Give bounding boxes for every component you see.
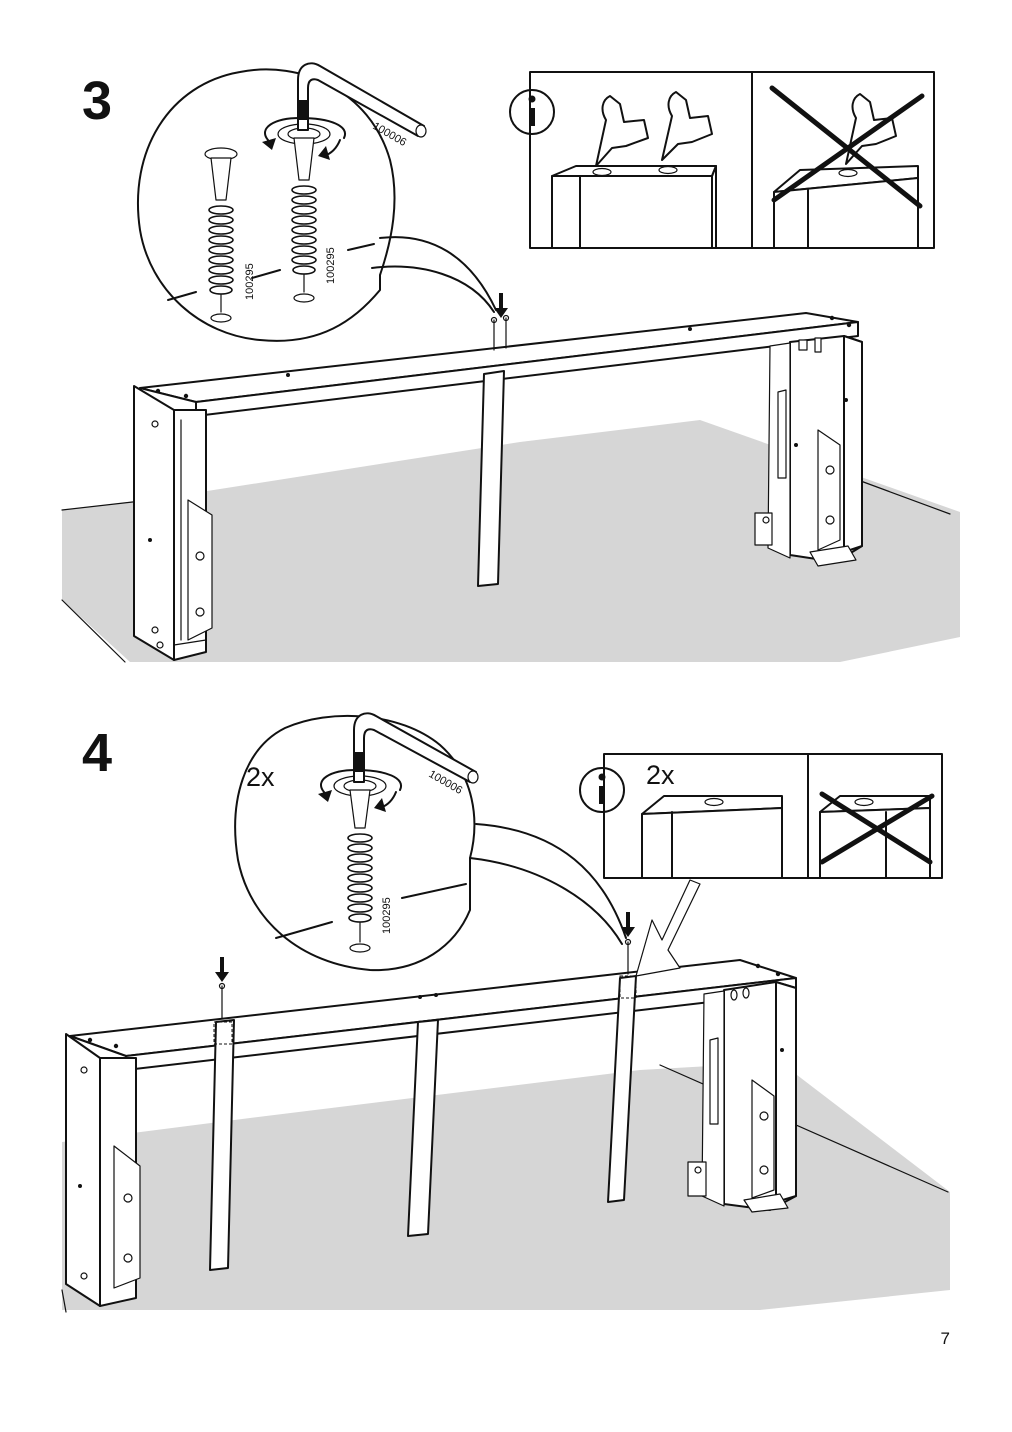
hand-icon xyxy=(845,93,897,165)
right-leg xyxy=(607,975,637,1203)
down-arrow-icon xyxy=(215,957,229,982)
info-quantity-label: 2x xyxy=(646,760,675,790)
left-side-panel-step-4 xyxy=(65,1033,141,1307)
step-3-number: 3 xyxy=(82,71,113,131)
screw-right xyxy=(277,123,331,303)
down-arrow-icon xyxy=(494,293,508,318)
cross-out-mark xyxy=(819,791,933,865)
pointing-hand-icon-second xyxy=(661,91,713,161)
step-3-illustration: 100006 100295 100295 xyxy=(61,62,960,663)
info-note-box-step-4: 2x xyxy=(579,753,943,879)
screw-insertion-marker xyxy=(490,293,510,351)
info-icon xyxy=(579,767,625,813)
correct-example xyxy=(551,91,717,249)
right-side-panel-step-4 xyxy=(687,981,797,1213)
floor-area xyxy=(62,420,960,662)
right-side-panel xyxy=(754,335,863,567)
top-beam-step-4 xyxy=(69,959,797,1071)
screw-left xyxy=(204,147,238,323)
floor-area-step-4 xyxy=(62,1062,950,1310)
hex-key-tool-step-4 xyxy=(353,712,479,784)
down-arrow-icon xyxy=(621,912,635,937)
screw-part-number-second: 100295 xyxy=(325,247,337,284)
rotate-arrow-icon xyxy=(320,769,403,793)
info-note-box xyxy=(509,71,935,249)
step-4-number: 4 xyxy=(82,723,113,783)
hex-key-tool xyxy=(297,62,427,138)
middle-leg-step-4 xyxy=(407,1019,439,1237)
info-icon xyxy=(509,89,555,135)
middle-leg xyxy=(477,370,505,587)
screw-marker-left xyxy=(215,957,229,1019)
left-leg-dowel-zone xyxy=(213,1021,233,1045)
detail-bubble-step-4: 100006 100295 2x xyxy=(234,712,627,972)
screw-part-number: 100295 xyxy=(244,263,256,300)
left-leg xyxy=(209,1019,235,1271)
screw-marker-right xyxy=(621,912,635,975)
wrong-example-step-4 xyxy=(819,791,935,879)
detail-bubble: 100006 100295 100295 xyxy=(136,62,497,342)
screw-step-4 xyxy=(333,775,387,953)
wrong-example xyxy=(769,85,925,249)
info-pointer xyxy=(635,879,701,977)
correct-example-step-4 xyxy=(641,795,783,879)
quantity-label: 2x xyxy=(246,762,275,792)
pointing-hand-icon xyxy=(595,95,649,167)
tool-part-number-step-4: 100006 xyxy=(427,768,465,797)
page-number: 7 xyxy=(940,1329,950,1348)
screw-part-number-step-4: 100295 xyxy=(381,897,393,934)
left-side-panel xyxy=(133,385,213,661)
